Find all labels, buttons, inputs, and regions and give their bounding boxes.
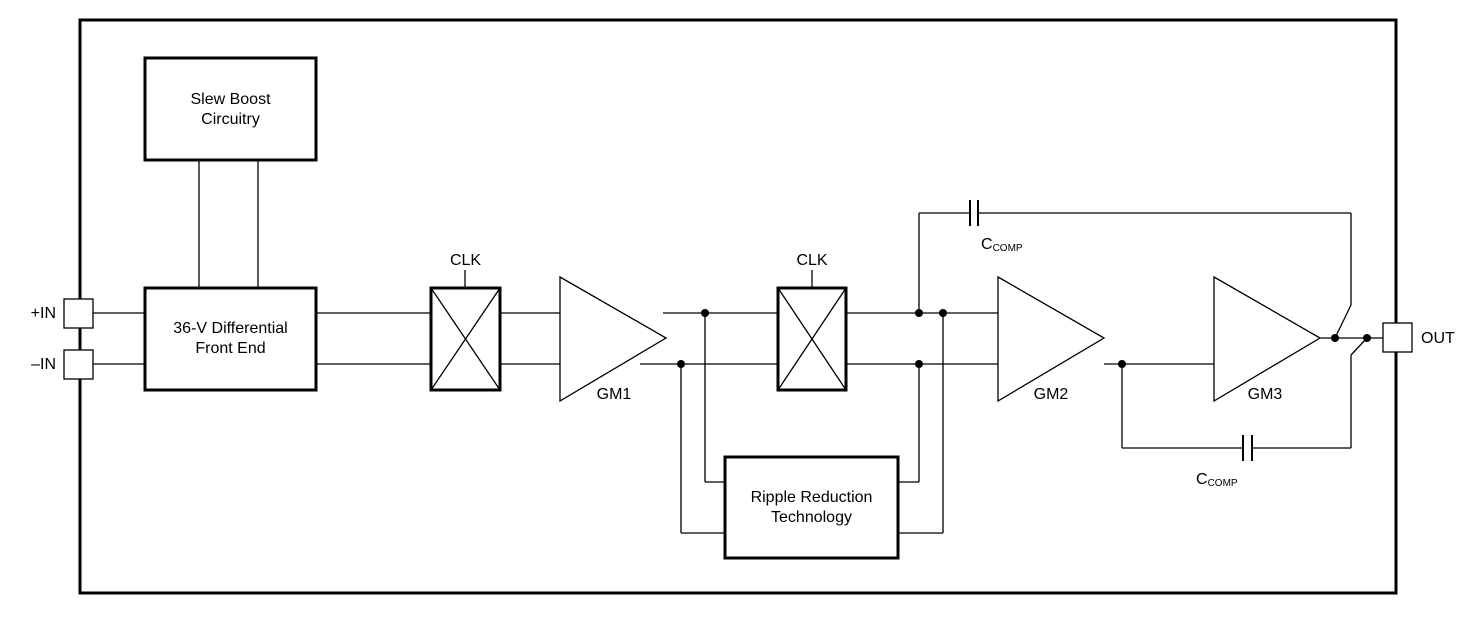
in-minus-label: –IN — [31, 356, 56, 373]
ccomp-label-top: CCOMP — [981, 236, 1023, 254]
front-end-label-line1: 36-V Differential — [173, 320, 287, 337]
gm2-label: GM2 — [1034, 386, 1069, 403]
gm1-label: GM1 — [597, 386, 632, 403]
in-plus-label: +IN — [31, 305, 56, 322]
out-label: OUT — [1421, 330, 1455, 347]
slew-boost-label-line2: Circuitry — [201, 111, 260, 128]
gm2-amplifier-icon — [997, 275, 1106, 403]
front-end-block — [143, 286, 318, 392]
out-pin — [1382, 322, 1413, 353]
ccomp-label-bottom: CCOMP — [1196, 471, 1238, 489]
ripple-reduction-block — [723, 455, 900, 560]
ripple-label-line2: Technology — [771, 509, 852, 526]
capacitor-bottom — [1242, 435, 1253, 461]
chopper-switch-1 — [429, 286, 502, 392]
gm3-label: GM3 — [1248, 386, 1283, 403]
slew-boost-label-line1: Slew Boost — [190, 91, 271, 108]
capacitor-top — [969, 200, 979, 226]
front-end-label-line2: Front End — [195, 340, 265, 357]
in-plus-pin — [63, 298, 94, 329]
slew-boost-block — [143, 56, 318, 162]
chopper-switch-2 — [776, 286, 848, 392]
gm3-amplifier-icon — [1213, 275, 1322, 403]
junction-dots — [677, 309, 1371, 368]
ripple-label-line1: Ripple Reduction — [751, 489, 873, 506]
wires — [93, 160, 1383, 534]
clk-label-2: CLK — [796, 252, 827, 269]
in-minus-pin — [63, 349, 94, 380]
gm1-amplifier-icon — [559, 275, 668, 403]
clk-label-1: CLK — [450, 252, 481, 269]
